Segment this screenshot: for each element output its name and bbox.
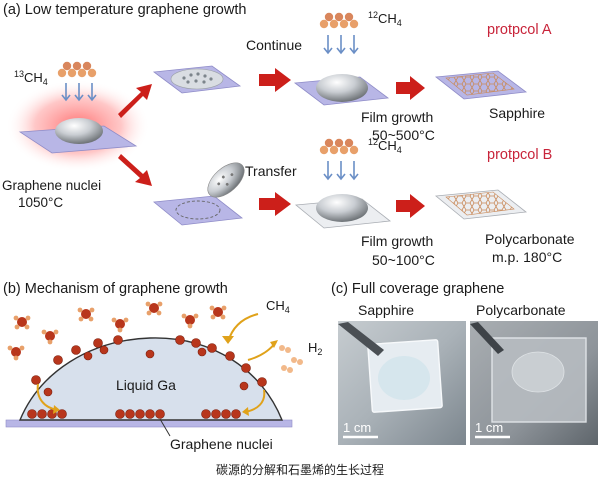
surface-carbon-atoms: [31, 335, 267, 397]
substrate-transfer: [153, 195, 244, 226]
panel-b-title: (b) Mechanism of graphene growth: [3, 281, 228, 297]
precursor-molecules-a: [319, 12, 359, 29]
mechanism-nuclei-label: Graphene nuclei: [170, 436, 273, 452]
continue-label: Continue: [246, 37, 302, 53]
film-growth-a-label: Film growth: [361, 109, 433, 125]
graphene-film-a: [445, 72, 515, 96]
substrate-a-label: Sapphire: [489, 105, 545, 121]
mp-b-label: m.p. 180°C: [492, 249, 562, 265]
temp-b-label: 50~100°C: [372, 252, 435, 268]
tweezer-right: [470, 322, 504, 354]
precursor-molecules-left: [57, 61, 97, 78]
protocol-a-label: protpcol A: [487, 22, 552, 38]
substrate-b-label: Polycarbonate: [485, 231, 575, 247]
down-arrows-a: [323, 35, 359, 55]
arrow-down-diagonal: [118, 154, 152, 186]
arrow-to-film-b: [396, 194, 425, 218]
h2-molecules: [279, 345, 303, 373]
ch4-12-bottom-label: 12CH4: [368, 137, 402, 155]
scale-left-label: 1 cm: [343, 420, 371, 435]
photo-left-label: Sapphire: [358, 302, 414, 318]
nuclei-spots: [170, 68, 224, 90]
panel-a-title: (a) Low temperature graphene growth: [3, 2, 246, 18]
h2-label: H2: [308, 340, 322, 357]
arrow-to-film-a: [396, 76, 425, 100]
ga-droplet-nuclei: [55, 118, 103, 144]
sapphire-droplet: [378, 356, 430, 400]
scale-right-label: 1 cm: [475, 420, 503, 435]
arrow-to-growth-a: [259, 68, 291, 92]
liquid-ga-label: Liquid Ga: [116, 377, 176, 393]
down-arrows-b: [323, 161, 359, 181]
protocol-b-label: protpcol B: [487, 147, 552, 163]
nuclei-label: Graphene nuclei: [2, 178, 101, 193]
floating-ch4-molecules: [7, 301, 227, 361]
lifted-droplet: [207, 162, 245, 198]
temp-a-label: 50~500°C: [372, 127, 435, 143]
film-growth-b-label: Film growth: [361, 233, 433, 249]
nuclei-pointer: [159, 418, 171, 437]
down-arrows-left: [61, 83, 97, 102]
ch4-12-top-label: 12CH4: [368, 10, 402, 28]
transfer-footprint: [175, 200, 221, 220]
nuclei-dots: [182, 72, 213, 84]
bottom-nuclei-atoms: [27, 409, 241, 419]
ga-droplet-a: [316, 74, 368, 102]
ch4-mechanism-label: CH4: [266, 298, 290, 315]
precursor-molecules-b: [319, 138, 359, 155]
arrow-up-diagonal: [118, 84, 152, 118]
polycarbonate-film: [511, 351, 565, 393]
ch4-13-label: 13CH4: [14, 69, 48, 87]
tweezer-left: [338, 322, 384, 356]
mechanism-substrate: [5, 419, 293, 428]
graphene-film-b: [445, 191, 515, 216]
nuclei-temp: 1050°C: [18, 195, 63, 210]
arrow-to-growth-b: [259, 192, 291, 216]
ga-droplet-b: [316, 194, 368, 222]
photo-right-label: Polycarbonate: [476, 302, 566, 318]
panel-c-title: (c) Full coverage graphene: [331, 281, 504, 297]
transfer-label: Transfer: [245, 163, 297, 179]
yellow-flow-arrows: [36, 313, 278, 416]
figure-caption: 碳源的分解和石墨烯的生长过程: [216, 462, 384, 477]
